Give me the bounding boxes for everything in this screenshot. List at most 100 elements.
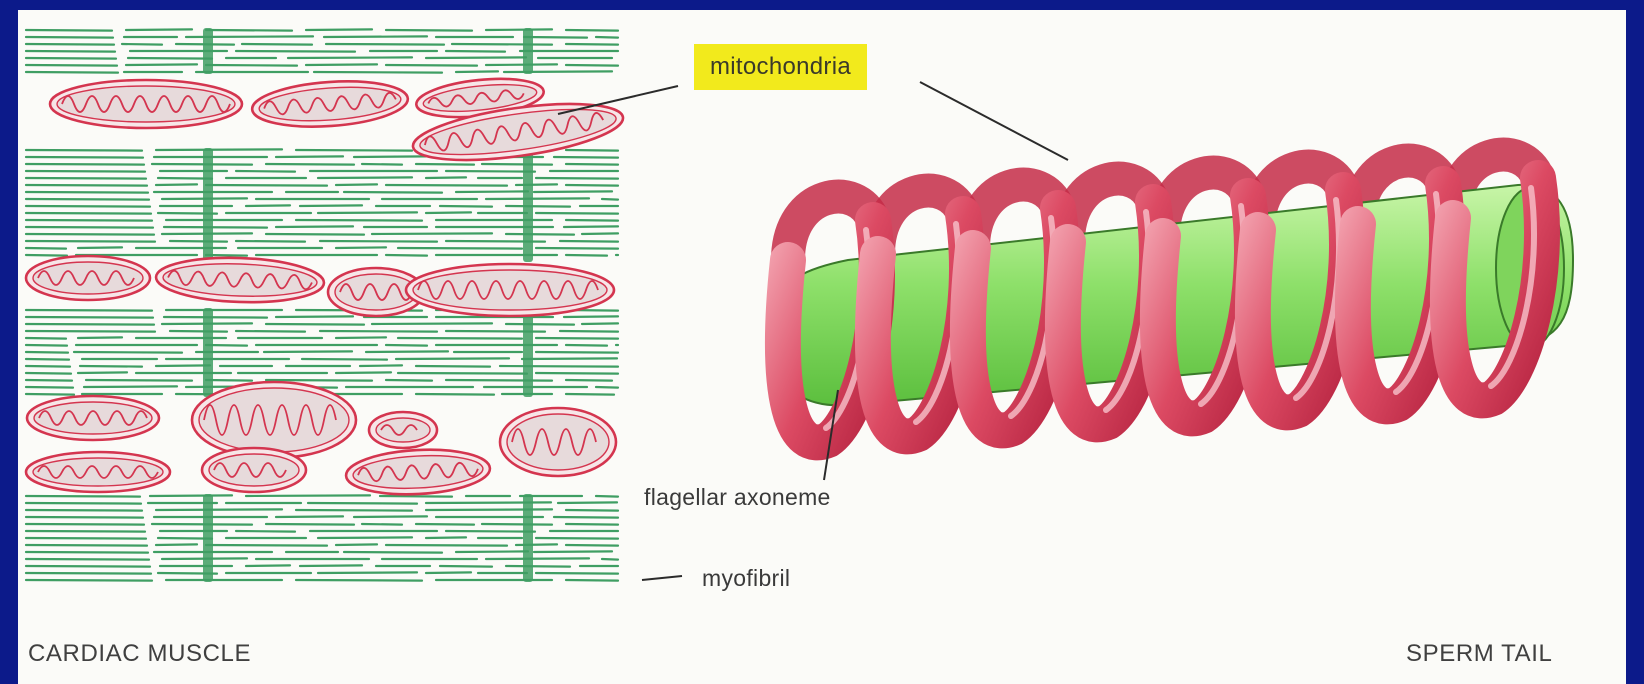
myofibril-filament [336, 247, 386, 248]
sperm-tail-caption: SPERM TAIL [1406, 640, 1552, 668]
cardiac-muscle-caption: CARDIAC MUSCLE [28, 640, 251, 668]
myofibril-filament [482, 164, 552, 165]
mitochondrion-inner [376, 418, 430, 442]
myofibril-filament [602, 559, 618, 560]
myofibril-filament [456, 191, 528, 192]
myofibril-filament [360, 365, 402, 366]
myofibril-filament [566, 524, 618, 525]
myofibril-filament [566, 255, 607, 256]
myofibril-filament [26, 317, 153, 318]
myofibril-filament [486, 29, 552, 30]
myofibril-filament [26, 510, 142, 511]
myofibril-filament [566, 580, 618, 581]
myofibril-band [26, 308, 618, 397]
myofibril-filament [170, 331, 227, 332]
myofibril-filament [236, 531, 295, 532]
cardiac-mitochondria [26, 73, 626, 497]
mitochondrion [369, 412, 437, 448]
myofibril-filament [86, 380, 192, 381]
myofibril-filament [566, 345, 607, 346]
myofibril-filament [318, 177, 412, 178]
myofibril-filament [26, 387, 73, 388]
myofibril-filament [396, 358, 509, 359]
myofibril-filament [558, 502, 617, 503]
z-line [203, 28, 213, 74]
myofibril-filament [506, 206, 570, 207]
myofibril-filament [500, 366, 618, 367]
myofibril-filament [26, 580, 152, 581]
z-line [523, 148, 533, 262]
myofibril-filament [566, 380, 612, 381]
myofibril-filament [26, 171, 145, 172]
myofibril-filament [26, 338, 66, 339]
myofibril-filament [366, 351, 448, 352]
myofibril-filament [26, 373, 71, 374]
myofibril-filament [446, 51, 505, 52]
myofibril-filament [288, 57, 412, 58]
myofibril-filament [416, 524, 474, 525]
myofibril-filament [26, 524, 144, 525]
myofibril-filament [26, 178, 146, 179]
myofibril-filament [482, 524, 552, 525]
myofibril-filament [554, 517, 618, 518]
diagram-illustration [18, 10, 1626, 684]
myofibril-filament [306, 29, 372, 30]
myofibril-filament [486, 64, 557, 65]
myofibril-filament [26, 531, 145, 532]
myofibril-filament [336, 337, 386, 338]
mitochondrion [192, 382, 356, 458]
myofibril-filament [452, 44, 552, 45]
myofibril-filament [560, 331, 618, 332]
myofibril-filament [152, 164, 252, 165]
myofibril-filament [506, 234, 574, 235]
myofibril-filament [206, 65, 297, 66]
myofibril-filament [128, 58, 212, 59]
myofibril-filament [536, 373, 618, 374]
z-line [203, 494, 213, 582]
myofibril-filament [156, 509, 282, 510]
myofibril-filament [26, 37, 113, 38]
myofibril-filament [308, 503, 417, 504]
myofibril-filament [516, 544, 557, 545]
myofibril-filament [566, 44, 618, 45]
myofibril-filament [206, 30, 292, 31]
myofibril-filament [504, 71, 612, 72]
myofibril-filament [566, 510, 618, 511]
myofibril-filament [26, 380, 72, 381]
myofibril-filament [296, 580, 422, 581]
myofibril-filament [26, 227, 153, 228]
myofibril-filament [362, 524, 402, 525]
myofibril-filament [26, 58, 116, 59]
myofibril-filament [566, 30, 618, 31]
myofibril-filament [336, 372, 391, 373]
myofibril-filament [126, 29, 192, 30]
flagellar-axoneme-label: flagellar axoneme [644, 484, 831, 511]
myofibril-filament [386, 255, 427, 256]
mitochondria-label: mitochondria [694, 44, 867, 90]
myofibril-filament [206, 185, 327, 186]
myofibril-filament [26, 199, 149, 200]
myofibril-filament [566, 545, 618, 546]
myofibril-filament [582, 323, 618, 324]
myofibril-filament [266, 380, 372, 381]
myofibril-filament [536, 338, 618, 339]
myofibril-filament [306, 64, 377, 65]
myofibril-filament [266, 234, 364, 235]
myofibril-filament [150, 495, 232, 496]
myofibril-filament [416, 366, 490, 367]
myofibril-filament [300, 565, 362, 566]
myofibril-filament [26, 366, 70, 367]
myofibril-filament [372, 323, 492, 324]
myofibril-filament [26, 545, 147, 546]
myofibril-filament [416, 394, 494, 395]
myofibril-filament [266, 164, 354, 165]
myofibril-filament [362, 164, 402, 165]
myofibril-filament [386, 345, 427, 346]
myofibril-filament [386, 65, 477, 66]
myofibril-filament [296, 150, 412, 151]
myofibril-filament [26, 394, 74, 395]
myofibril-filament [456, 71, 498, 72]
myofibril-filament [324, 36, 427, 37]
myofibril-filament [456, 551, 528, 552]
myofibril-filament [426, 509, 552, 510]
